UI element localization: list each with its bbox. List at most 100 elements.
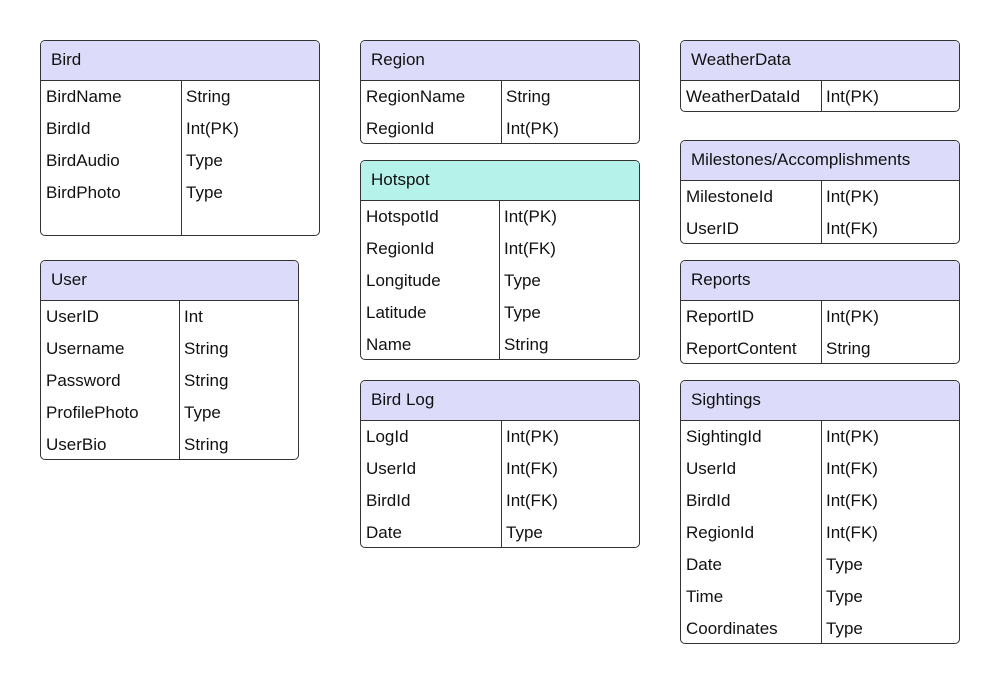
field-name: HotspotId — [366, 207, 439, 226]
column-divider — [501, 81, 502, 143]
field-type: Int — [184, 307, 203, 326]
column-divider — [181, 81, 182, 235]
field-row: RegionId Int(FK) — [681, 520, 959, 552]
field-type: Int(PK) — [826, 87, 879, 106]
field-name: Latitude — [366, 303, 427, 322]
field-name: Username — [46, 339, 125, 358]
field-type: Int(FK) — [826, 219, 878, 238]
field-type: String — [186, 87, 231, 106]
field-row: HotspotId Int(PK) — [361, 204, 639, 236]
field-type: String — [184, 371, 229, 390]
field-type: Type — [184, 403, 221, 422]
field-name: UserID — [686, 219, 739, 238]
field-type: Int(PK) — [826, 427, 879, 446]
entity-title: Milestones/Accomplishments — [681, 141, 959, 181]
field-name: UserID — [46, 307, 99, 326]
column-divider — [821, 421, 822, 643]
field-name: MilestoneId — [686, 187, 773, 206]
field-name: UserId — [686, 459, 737, 478]
field-row: UserID Int(FK) — [681, 216, 959, 243]
field-name: Password — [46, 371, 121, 390]
field-type: Int(FK) — [506, 491, 558, 510]
field-name: Coordinates — [686, 619, 778, 638]
field-row: BirdAudio Type — [41, 148, 319, 180]
field-name: RegionId — [686, 523, 755, 542]
field-name: BirdAudio — [46, 151, 120, 170]
field-name: ReportContent — [686, 339, 797, 358]
field-name: BirdId — [686, 491, 731, 510]
column-divider — [821, 301, 822, 363]
field-type: Int(PK) — [186, 119, 239, 138]
field-name: UserId — [366, 459, 417, 478]
field-name: WeatherDataId — [686, 87, 801, 106]
entity-fields: HotspotId Int(PK) RegionId Int(FK) Longitude… — [361, 201, 639, 359]
field-type: Int(FK) — [826, 523, 878, 542]
field-type: String — [504, 335, 549, 354]
field-type: Type — [826, 555, 863, 574]
field-type: Int(PK) — [504, 207, 557, 226]
entity-title: WeatherData — [681, 41, 959, 81]
field-type: String — [826, 339, 871, 358]
field-name: Date — [366, 523, 402, 542]
field-type: Type — [504, 271, 541, 290]
field-row: ReportContent String — [681, 336, 959, 363]
field-type: Int(PK) — [826, 307, 879, 326]
column-divider — [499, 201, 500, 359]
field-name: RegionId — [366, 239, 435, 258]
field-row: Username String — [41, 336, 298, 368]
field-name: BirdId — [366, 491, 411, 510]
field-row: Latitude Type — [361, 300, 639, 332]
field-name: Name — [366, 335, 412, 354]
entity-title: Bird — [41, 41, 319, 81]
field-name: Date — [686, 555, 722, 574]
entity-title: Region — [361, 41, 639, 81]
field-name: ReportID — [686, 307, 755, 326]
field-type: String — [184, 435, 229, 454]
field-name: BirdName — [46, 87, 122, 106]
field-row: UserId Int(FK) — [361, 456, 639, 488]
column-divider — [821, 181, 822, 243]
field-type: Int(FK) — [504, 239, 556, 258]
field-row: BirdId Int(FK) — [361, 488, 639, 520]
field-row: RegionId Int(FK) — [361, 236, 639, 268]
field-type: String — [506, 87, 551, 106]
entity-title: Hotspot — [361, 161, 639, 201]
field-name: ProfilePhoto — [46, 403, 139, 422]
entity-title: Bird Log — [361, 381, 639, 421]
field-name: UserBio — [46, 435, 107, 454]
field-type: String — [184, 339, 229, 358]
field-type: Int(FK) — [506, 459, 558, 478]
field-row: BirdName String — [41, 84, 319, 116]
field-type: Type — [826, 587, 863, 606]
entity-title: User — [41, 261, 298, 301]
field-type: Type — [186, 151, 223, 170]
field-type: Type — [504, 303, 541, 322]
field-row: Date Type — [681, 552, 959, 584]
entity-fields: ReportID Int(PK) ReportContent String — [681, 301, 959, 363]
field-type: Type — [186, 183, 223, 202]
